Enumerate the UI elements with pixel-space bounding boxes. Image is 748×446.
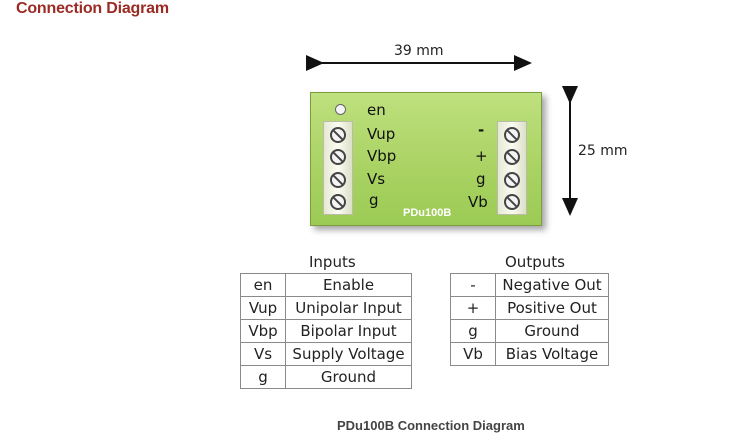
width-label: 39 mm <box>394 43 444 59</box>
pin-label-plus: + <box>475 147 488 165</box>
pin-cell: Vb <box>450 342 496 366</box>
desc-cell: Unipolar Input <box>285 296 412 320</box>
pin-label-g-out: g <box>476 170 486 188</box>
pin-cell: + <box>450 296 496 320</box>
pin-cell: - <box>450 273 496 297</box>
desc-cell: Bias Voltage <box>495 342 609 366</box>
board-name: PDu100B <box>403 207 452 219</box>
table-row: + Positive Out <box>450 296 609 320</box>
table-row: Vb Bias Voltage <box>450 342 609 366</box>
screw-icon <box>330 149 346 165</box>
pdu100b-board: en Vup Vbp Vs g - + g Vb PDu100B <box>310 92 542 226</box>
pin-label-vbp: Vbp <box>367 147 397 165</box>
pin-label-vup: Vup <box>367 125 396 143</box>
pin-cell: en <box>240 273 286 297</box>
screw-icon <box>330 172 346 188</box>
table-row: - Negative Out <box>450 273 609 297</box>
outputs-table: - Negative Out + Positive Out g Ground V… <box>450 273 609 366</box>
screw-icon <box>504 172 520 188</box>
screw-icon <box>330 127 346 143</box>
pin-label-minus: - <box>478 121 485 139</box>
pin-label-g: g <box>369 191 379 209</box>
desc-cell: Enable <box>285 273 412 297</box>
inputs-caption: Inputs <box>309 253 356 271</box>
table-row: g Ground <box>450 319 609 343</box>
table-row: Vup Unipolar Input <box>240 296 412 320</box>
pin-label-vs: Vs <box>367 170 386 188</box>
pin-label-vb: Vb <box>468 193 488 211</box>
inputs-table: en Enable Vup Unipolar Input Vbp Bipolar… <box>240 273 412 389</box>
screw-icon <box>504 194 520 210</box>
page-title: Connection Diagram <box>16 0 169 17</box>
figure-caption: PDu100B Connection Diagram <box>337 418 525 433</box>
table-row: en Enable <box>240 273 412 297</box>
outputs-caption: Outputs <box>505 253 565 271</box>
pin-cell: Vbp <box>240 319 286 343</box>
desc-cell: Ground <box>285 365 412 389</box>
table-row: g Ground <box>240 365 412 389</box>
pin-cell: Vup <box>240 296 286 320</box>
screw-icon <box>504 149 520 165</box>
pin-cell: g <box>240 365 286 389</box>
right-terminal-block <box>497 121 527 215</box>
screw-icon <box>330 194 346 210</box>
pin-label-en: en <box>367 101 386 119</box>
left-terminal-block <box>323 121 353 215</box>
desc-cell: Bipolar Input <box>285 319 412 343</box>
desc-cell: Supply Voltage <box>285 342 412 366</box>
table-row: Vs Supply Voltage <box>240 342 412 366</box>
height-label: 25 mm <box>578 143 628 159</box>
desc-cell: Ground <box>495 319 609 343</box>
enable-hole-icon <box>335 104 346 115</box>
desc-cell: Negative Out <box>495 273 609 297</box>
screw-icon <box>504 127 520 143</box>
pin-cell: g <box>450 319 496 343</box>
pin-cell: Vs <box>240 342 286 366</box>
desc-cell: Positive Out <box>495 296 609 320</box>
table-row: Vbp Bipolar Input <box>240 319 412 343</box>
